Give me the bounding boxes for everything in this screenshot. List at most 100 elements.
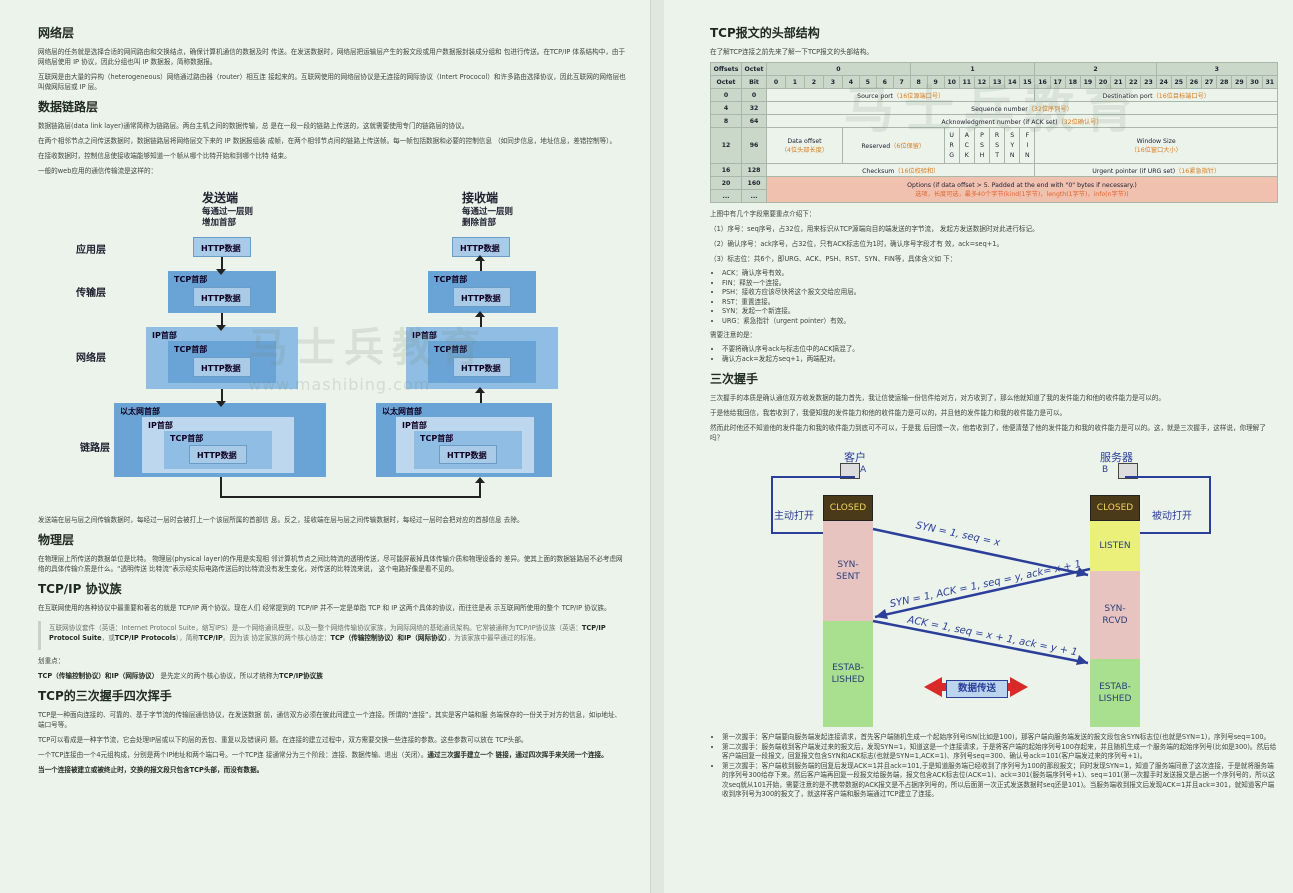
text: Destination port: [1102, 92, 1153, 100]
sender-ip-box: IP首部 TCP首部 HTTP数据: [146, 327, 298, 389]
text: 。因为该 协定家族的两个核心协定：: [222, 634, 331, 642]
layer-label-transport: 传输层: [76, 288, 106, 299]
text: （32位序列号）: [1027, 105, 1073, 113]
down-arrow: [221, 389, 223, 403]
bit-cell: 10: [943, 75, 960, 89]
sender-tcp-box: TCP首部 HTTP数据: [168, 271, 276, 313]
sender-ethernet-box: 以太网首部 IP首部 TCP首部 HTTP数据: [114, 403, 326, 477]
label: IP首部: [152, 331, 177, 340]
list-item: 确认方ack=发起方seq+1，两端配对。: [722, 355, 1277, 365]
label: HTTP数据: [447, 451, 487, 460]
text: Reserved: [861, 143, 891, 150]
handshake-arrows: [771, 476, 1211, 697]
list-item: ACK：确认序号有效。: [722, 269, 1277, 279]
cell: 0: [766, 62, 911, 76]
label: HTTP数据: [460, 244, 500, 253]
paragraph: 在两个相邻节点之间传送数据时，数据链路层将网络层交下来的 IP 数据报组装 成帧…: [38, 137, 617, 145]
layer-label-link: 链路层: [80, 443, 110, 454]
label: HTTP数据: [461, 364, 501, 373]
down-arrow: [221, 257, 223, 271]
flag-letter: N: [1025, 151, 1030, 159]
bit-cell: 31: [1261, 75, 1279, 89]
heading-physical-layer: 物理层: [38, 533, 75, 547]
up-arrow: [480, 313, 482, 327]
paragraph: 上图中有几个字段需要重点介绍下：: [710, 210, 816, 218]
server-label: 服务器: [1100, 451, 1133, 464]
table-row: 16 128 Checksum（16位校验和） Urgent pointer (…: [710, 163, 1278, 177]
label: IP首部: [402, 421, 427, 430]
data-transfer-label: 数据传送: [946, 680, 1008, 698]
text: 通过三次握手建立一个 链接，通过四次挥手来关闭一个连接。: [427, 751, 608, 759]
cell: 32: [741, 101, 767, 115]
paragraph: 当一个连接被建立或被终止时，交换的报文段只包含TCP头部，而没有数据。: [38, 766, 264, 774]
paragraph: 网络层的任务就是选择合适的网间路由和交换结点，确保计算机通信的数据及时 传送。在…: [38, 48, 626, 66]
cell: Data offset（4位头部长度）: [766, 127, 843, 164]
table-row: 12 96 Data offset（4位头部长度） Reserved（6位保留）…: [710, 127, 1278, 164]
cell: 1: [909, 62, 1036, 76]
heading-network-layer: 网络层: [38, 26, 75, 40]
receiver-title: 接收端: [462, 191, 499, 205]
label: TCP首部: [174, 345, 208, 354]
http-box: HTTP数据: [193, 287, 251, 307]
flag-letter: S: [1010, 131, 1015, 139]
link-connector: [216, 255, 485, 498]
bit-cell: 16: [1034, 75, 1051, 89]
cell: Octet: [710, 75, 742, 89]
text: ，为该家族中最早通过的标准。: [447, 634, 540, 642]
sender-title: 发送端: [202, 191, 239, 205]
http-box: HTTP数据: [439, 445, 497, 464]
list-item: 第一次握手：客户端要向服务端发起连接请求，首先客户端随机生成一个起始序列号ISN…: [722, 733, 1277, 743]
http-box: HTTP数据: [453, 287, 511, 307]
label: TCP首部: [170, 434, 204, 443]
cell: 128: [741, 163, 767, 177]
bit-cell: 5: [858, 75, 877, 89]
text: TCP（传输控制协议）和IP（网际协议）: [38, 672, 159, 680]
flag-letter: A: [964, 131, 969, 139]
text: （4位头部长度）: [780, 146, 829, 154]
cell: Options (if data offset > 5. Padded at t…: [766, 176, 1278, 203]
flag-letter: C: [964, 141, 969, 149]
flag-letter: K: [964, 151, 969, 159]
list-item: 第二次握手：服务端收到客户端发过来的报文后，发现SYN=1，知道这是一个连接请求…: [722, 743, 1277, 762]
text: （32位确认号）: [1057, 118, 1103, 126]
text: Sequence number: [971, 105, 1028, 113]
client-established-state: ESTAB- LISHED: [823, 621, 873, 727]
paragraph: 在物理层上所传送的数据单位是比特。 物理层(physical layer)的作用…: [38, 555, 623, 573]
cell: 8: [710, 114, 742, 128]
http-box: HTTP数据: [193, 357, 251, 377]
text: ，或: [101, 634, 115, 642]
paragraph: TCP（传输控制协议）和IP（网际协议） 是先定义的两个核心协议，所以才统称为T…: [38, 671, 626, 681]
bit-cell: 6: [875, 75, 894, 89]
bit-cell: 9: [926, 75, 945, 89]
bit-cell: 14: [1004, 75, 1021, 89]
text: Window Size: [1136, 137, 1176, 145]
flag-letter: S: [995, 141, 1000, 149]
cell: 20: [710, 176, 742, 190]
bit-cell: 22: [1125, 75, 1142, 89]
watermark-url: www.mashibing.com: [248, 375, 431, 394]
server-closed-state: CLOSED: [1090, 495, 1140, 521]
paragraph: 在了解TCP连接之前先来了解一下TCP报文的头部结构。: [710, 48, 873, 56]
list-item: URG：紧急指针（urgent pointer）有效。: [722, 317, 1277, 327]
table-row: 0 0 Source port（16位源端口号） Destination por…: [710, 88, 1278, 102]
receiver-sub: 删除首部: [462, 218, 497, 228]
host-b-label: B: [1102, 465, 1109, 475]
label: TCP首部: [420, 434, 454, 443]
server-established-state: ESTAB- LISHED: [1090, 659, 1140, 727]
client-closed-state: CLOSED: [823, 495, 873, 521]
paragraph: （3）标志位：共6个，即URG、ACK、PSH、RST、SYN、FIN等，具体含…: [710, 255, 957, 263]
text: TCP/IP Protocols: [114, 634, 176, 642]
paragraph: 于是他给我回信，我若收到了，我便知我的发件能力和他的收件能力是可以的，并且他的发…: [710, 409, 1067, 417]
label: HTTP数据: [197, 451, 237, 460]
protocol-stack-diagram: 发送端 每通过一层则 增加首部 接收端 每通过一层则 删除首部 应用层 传输层 …: [38, 181, 598, 511]
active-open-label: 主动打开: [774, 511, 814, 522]
table-row: 20 160 Options (if data offset > 5. Padd…: [710, 176, 1278, 203]
receiver-ip-box: IP首部 TCP首部 HTTP数据: [406, 327, 558, 389]
paragraph: （2）确认序号：ack序号，占32位，只有ACK标志位为1时，确认序号字段才有 …: [710, 240, 1004, 248]
cell: 64: [741, 114, 767, 128]
cell: 12: [710, 127, 742, 164]
label: HTTP数据: [201, 244, 241, 253]
